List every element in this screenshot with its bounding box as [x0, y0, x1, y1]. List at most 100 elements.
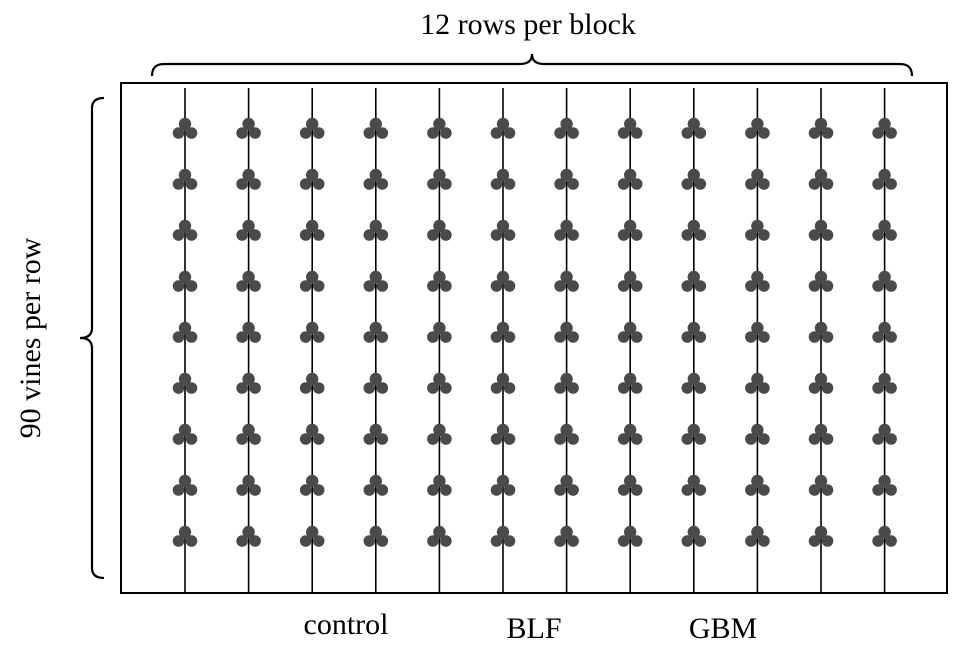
vine-row — [490, 88, 516, 593]
vine-icon — [872, 321, 897, 343]
vine-icon — [554, 219, 579, 241]
vine-icon — [490, 117, 516, 139]
left-brace — [79, 96, 105, 580]
vine-icon — [299, 423, 325, 445]
vine-icon — [236, 321, 261, 343]
vine-row — [427, 88, 452, 593]
vine-icon — [172, 474, 198, 496]
vine-icon — [427, 372, 452, 394]
treatment-label-blf: BLF — [506, 612, 561, 645]
vine-icon — [172, 219, 198, 241]
vine-row — [299, 88, 325, 593]
vine-icon — [427, 168, 452, 190]
vine-icon — [363, 423, 389, 445]
vine-icon — [554, 525, 579, 547]
vine-icon — [363, 168, 389, 190]
vine-icon — [490, 372, 516, 394]
vine-icon — [872, 270, 897, 292]
vine-icon — [681, 474, 707, 496]
vine-icon — [172, 270, 198, 292]
vine-icon — [172, 168, 198, 190]
block-outline — [120, 82, 948, 594]
vine-icon — [872, 219, 897, 241]
vine-icon — [554, 117, 579, 139]
vine-icon — [172, 423, 198, 445]
vine-icon — [427, 219, 452, 241]
vine-icon — [554, 372, 579, 394]
vine-icon — [681, 219, 707, 241]
vine-icon — [681, 372, 707, 394]
vine-icon — [745, 168, 770, 190]
vine-icon — [745, 117, 770, 139]
vine-row — [808, 88, 834, 593]
vine-icon — [172, 525, 198, 547]
vine-icon — [617, 117, 643, 139]
vine-icon — [808, 270, 834, 292]
vine-icon — [617, 168, 643, 190]
vine-icon — [808, 321, 834, 343]
vine-icon — [490, 474, 516, 496]
vine-icon — [808, 474, 834, 496]
vine-icon — [681, 168, 707, 190]
vine-icon — [236, 423, 261, 445]
vine-icon — [299, 525, 325, 547]
vine-icon — [554, 423, 579, 445]
vine-icon — [554, 270, 579, 292]
vine-icon — [872, 117, 897, 139]
vine-icon — [745, 321, 770, 343]
vine-icon — [617, 423, 643, 445]
vine-icon — [808, 117, 834, 139]
vine-icon — [236, 474, 261, 496]
vine-icon — [808, 525, 834, 547]
vine-icon — [236, 168, 261, 190]
vine-icon — [745, 474, 770, 496]
vine-icon — [554, 168, 579, 190]
vine-icon — [617, 321, 643, 343]
vine-icon — [681, 117, 707, 139]
vine-icon — [490, 219, 516, 241]
vine-icon — [617, 219, 643, 241]
vine-icon — [490, 168, 516, 190]
top-brace — [150, 53, 914, 77]
vine-rows — [172, 88, 897, 593]
vine-icon — [299, 219, 325, 241]
vine-icon — [872, 372, 897, 394]
vine-row — [681, 88, 707, 593]
vine-icon — [363, 372, 389, 394]
vine-icon — [427, 117, 452, 139]
vine-icon — [490, 321, 516, 343]
vine-row — [554, 88, 579, 593]
vine-icon — [617, 372, 643, 394]
vine-row — [236, 88, 261, 593]
vine-icon — [872, 474, 897, 496]
vine-icon — [427, 270, 452, 292]
vine-icon — [363, 321, 389, 343]
vine-icon — [808, 168, 834, 190]
vine-icon — [872, 423, 897, 445]
vine-icon — [299, 372, 325, 394]
vine-icon — [172, 321, 198, 343]
vine-icon — [681, 525, 707, 547]
vine-icon — [363, 525, 389, 547]
vine-icon — [872, 168, 897, 190]
vine-icon — [427, 423, 452, 445]
vine-icon — [172, 372, 198, 394]
vine-row — [172, 88, 198, 593]
vine-icon — [490, 525, 516, 547]
vine-icon — [681, 270, 707, 292]
vine-icon — [745, 270, 770, 292]
treatment-label-control: control — [304, 608, 389, 641]
vine-icon — [299, 474, 325, 496]
vine-icon — [681, 423, 707, 445]
vine-icon — [363, 474, 389, 496]
vine-icon — [427, 525, 452, 547]
vine-row — [872, 88, 897, 593]
left-brace-label: 90 vines per row — [14, 237, 47, 438]
vine-icon — [363, 219, 389, 241]
vine-icon — [745, 219, 770, 241]
vine-icon — [490, 423, 516, 445]
vine-icon — [236, 117, 261, 139]
vine-icon — [236, 270, 261, 292]
vine-icon — [299, 168, 325, 190]
